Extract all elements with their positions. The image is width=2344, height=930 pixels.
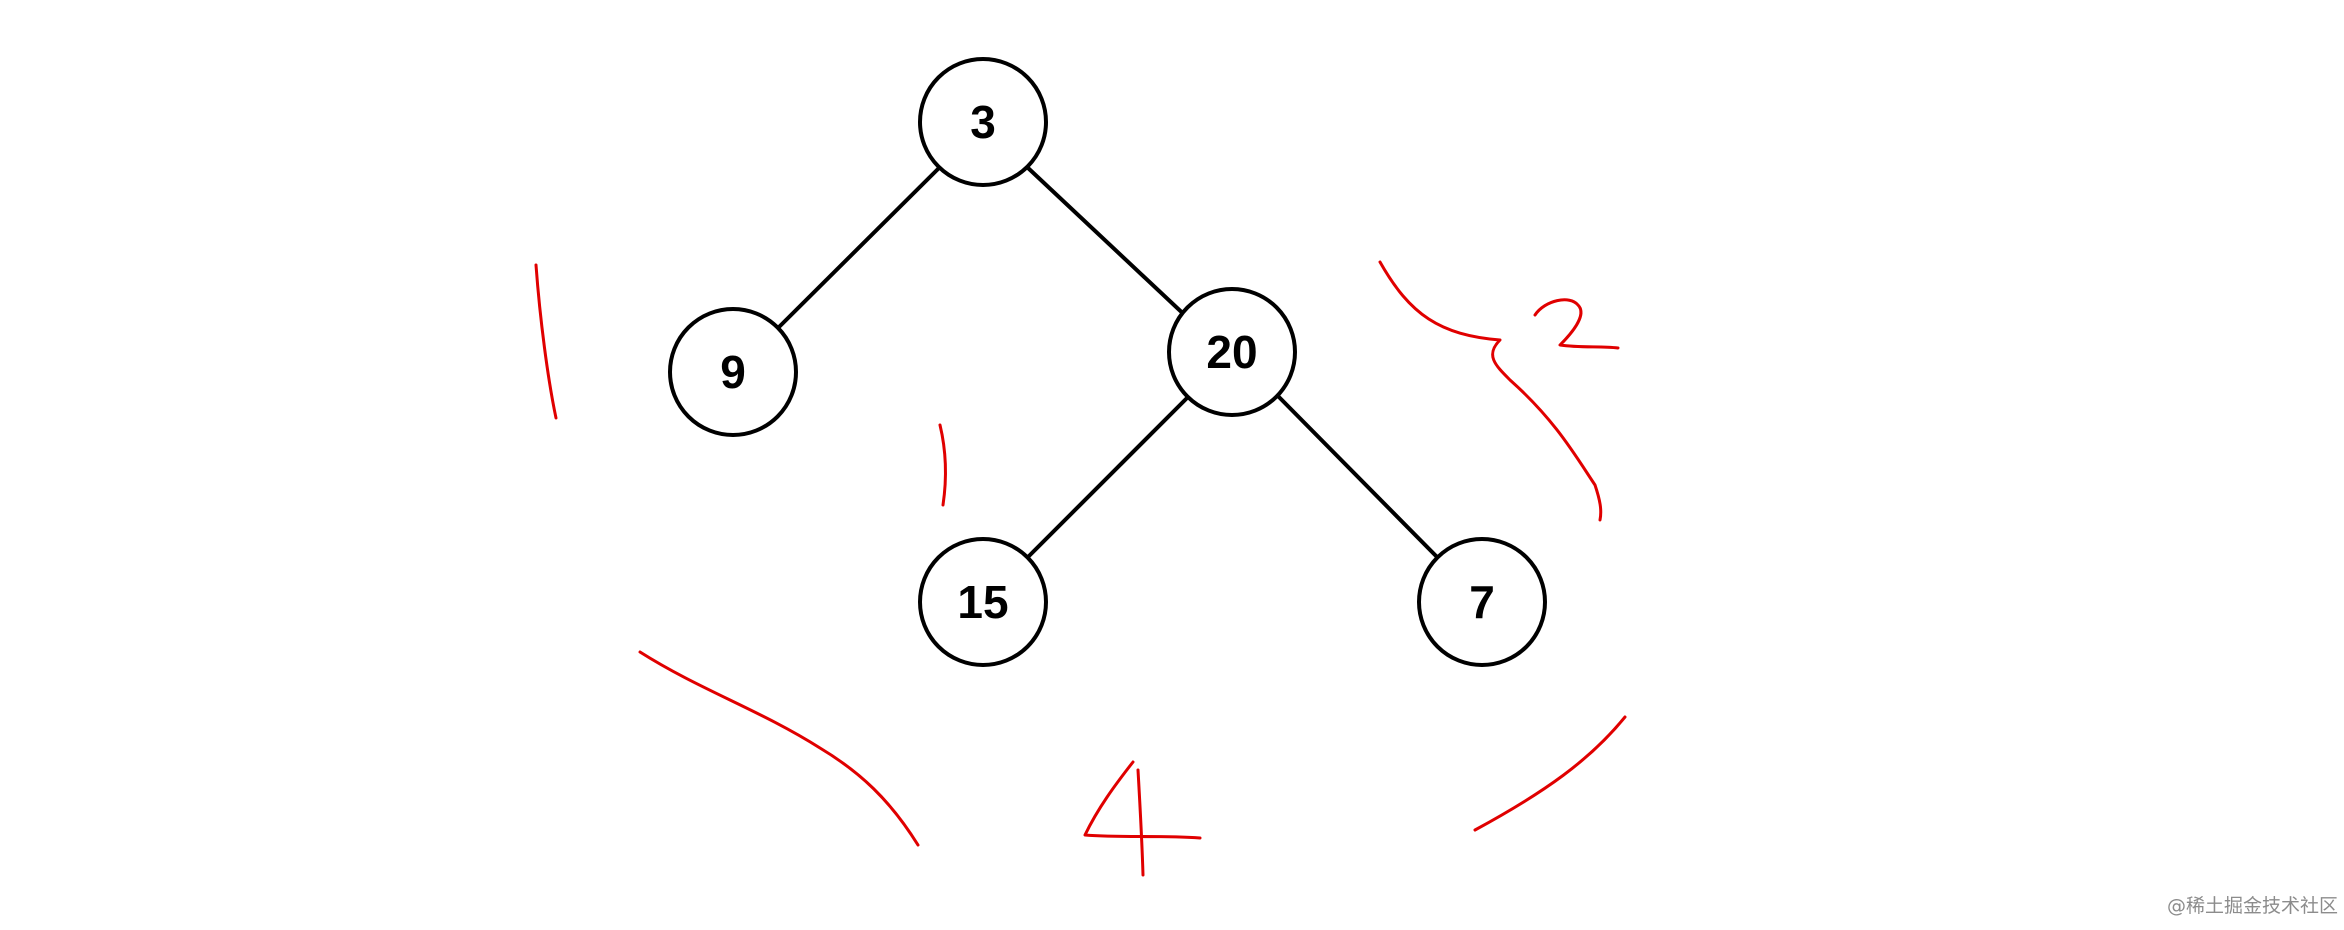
node-circle [1167, 287, 1297, 417]
tree-node-root: 3 [918, 57, 1048, 187]
node-circle [918, 537, 1048, 667]
annotation-arc-bottom-right [1473, 715, 1627, 832]
node-label: 3 [970, 96, 996, 148]
node-label: 20 [1206, 326, 1257, 378]
node-label: 9 [720, 346, 746, 398]
tree-node-right-right: 7 [1417, 537, 1547, 667]
tree-node-left: 9 [668, 307, 798, 437]
watermark: @稀土掘金技术社区 [2166, 895, 2338, 917]
annotation-mark-1-center [938, 423, 947, 507]
edge-3-9 [776, 165, 942, 330]
node-circle [1417, 537, 1547, 667]
node-label: 15 [957, 576, 1008, 628]
annotation-mark-1-left [534, 263, 558, 420]
node-circle [918, 57, 1048, 187]
annotation-mark-4 [1083, 760, 1202, 877]
handwritten-annotations [534, 260, 1627, 877]
tree-edges [776, 165, 1442, 562]
annotation-arc-bottom-left [638, 650, 920, 847]
edge-20-15 [1023, 393, 1192, 562]
edge-3-20 [1025, 165, 1192, 322]
tree-node-right-left: 15 [918, 537, 1048, 667]
node-circle [668, 307, 798, 437]
annotation-mark-2 [1533, 298, 1620, 350]
tree-node-right: 20 [1167, 287, 1297, 417]
edge-20-7 [1273, 391, 1442, 562]
annotation-brace-right [1378, 260, 1603, 522]
node-label: 7 [1469, 576, 1495, 628]
